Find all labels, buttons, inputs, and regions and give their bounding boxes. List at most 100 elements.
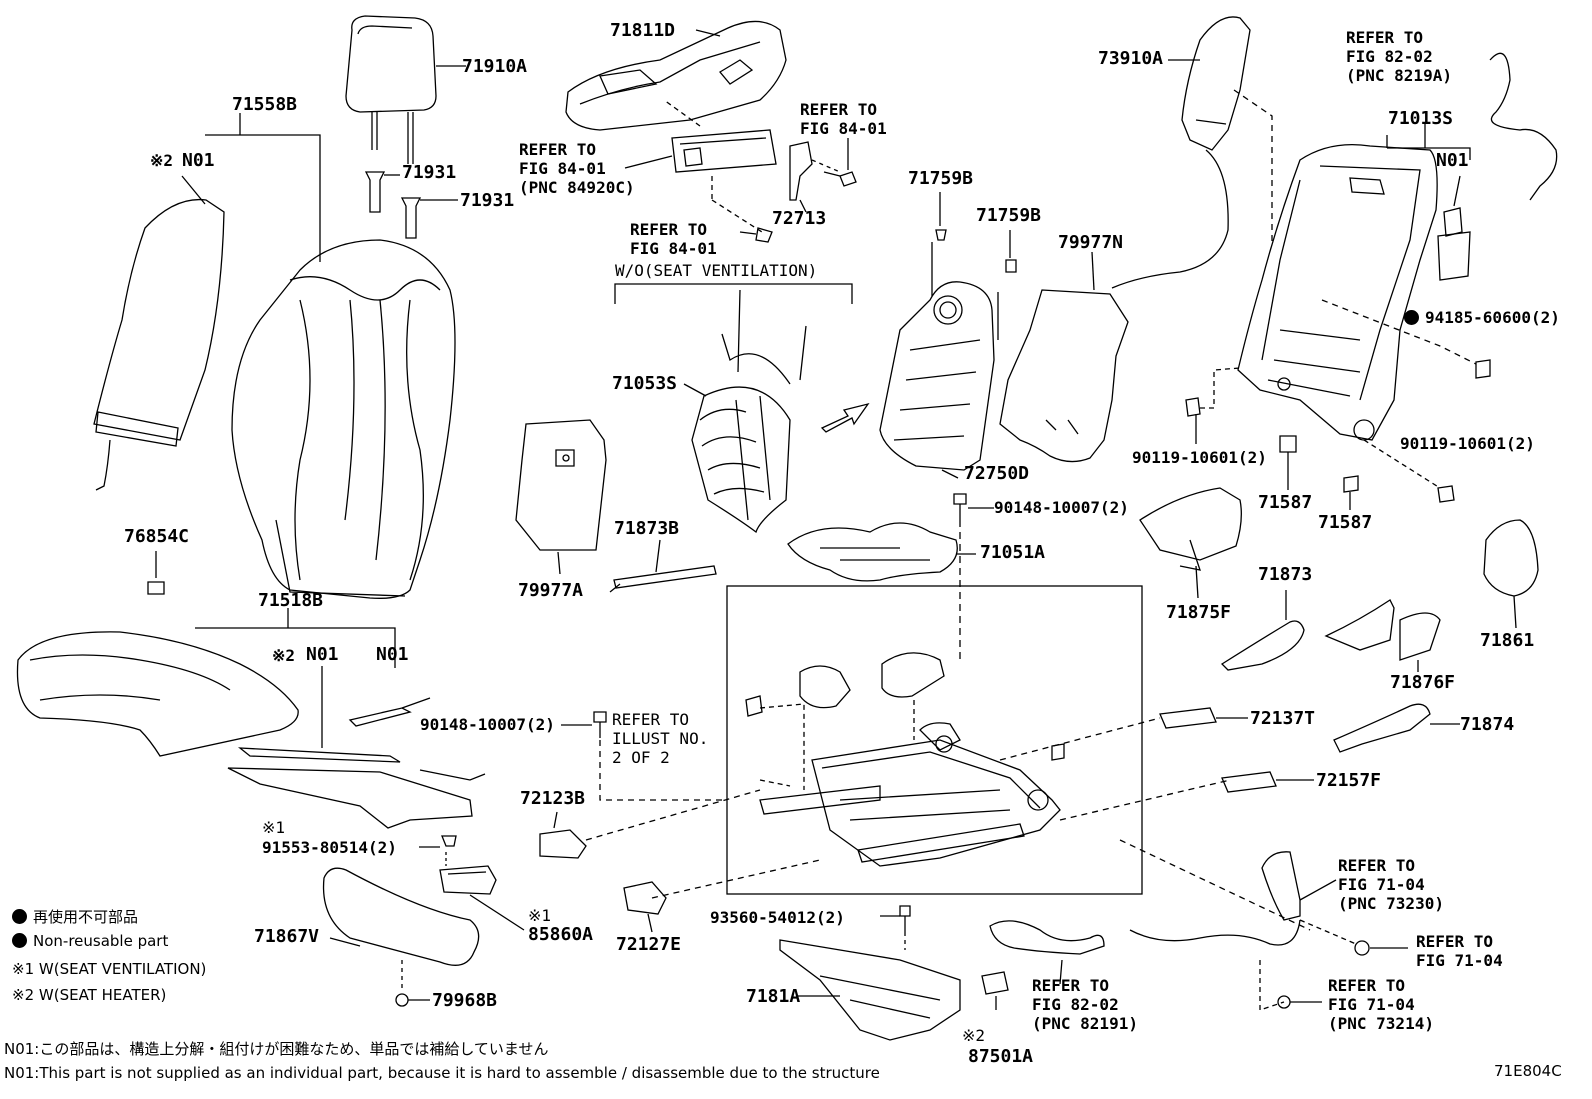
side-cover-drawing [322, 867, 480, 966]
seatback-heater-drawing [93, 198, 225, 491]
mark-seat-ventilation: ※1 [262, 818, 286, 837]
legend-text: Non-reusable part [33, 932, 169, 950]
part-72750D: 72750D [964, 463, 1030, 484]
bolt-90119-left [1185, 397, 1201, 444]
buckle-drawing [1129, 851, 1301, 946]
refer-fig-82-02-pnc-82191: REFER TO FIG 82-02 (PNC 82191) [1032, 976, 1138, 1033]
rod-71873B-drawing [609, 565, 717, 593]
part-90148-10007: 90148-10007(2) [420, 715, 555, 734]
legend-note-1: ※1 W(SEAT VENTILATION) [12, 960, 207, 978]
cover-72127E-drawing [623, 881, 667, 915]
part-71558B: 71558B [232, 94, 298, 115]
cover-71876F-drawing [1324, 599, 1441, 661]
non-reusable-marker [12, 909, 27, 924]
part-71875F: 71875F [1166, 602, 1232, 623]
part-90119-10601: 90119-10601(2) [1132, 448, 1267, 467]
seat-frame-box [726, 585, 1143, 895]
part-79977A: 79977A [518, 580, 584, 601]
cover-71873-drawing [1220, 620, 1305, 671]
part-71053S: 71053S [612, 373, 678, 394]
wo-seat-ventilation-label: W/O(SEAT VENTILATION) [615, 261, 818, 280]
mark-seat-ventilation: ※1 [528, 906, 552, 925]
bolt-90119-right [1437, 485, 1455, 503]
refer-fig-71-04: REFER TO FIG 71-04 [1416, 932, 1503, 970]
footnote-n01-jp: N01:この部品は、構造上分解・組付けが困難なため、単品では補給していません [4, 1040, 549, 1058]
part-79977N: 79977N [1058, 232, 1124, 253]
part-85860A: 85860A [528, 924, 594, 945]
part-72123B: 72123B [520, 788, 586, 809]
bolt-90148-left [593, 711, 607, 738]
seat-riser-drawing [779, 939, 961, 1041]
part-91553-80514: 91553-80514(2) [262, 838, 397, 857]
harness-71051A-drawing [787, 522, 958, 582]
refer-illust-2-of-2: REFER TO ILLUST NO. 2 OF 2 [612, 710, 709, 767]
headrest-drawing [345, 15, 437, 164]
part-72713: 72713 [772, 208, 827, 229]
part-94185-60600: 94185-60600(2) [1404, 310, 1560, 326]
part-79968B: 79968B [432, 990, 498, 1011]
cushion-cover-drawing [16, 631, 299, 757]
part-87501A: 87501A [968, 1046, 1034, 1067]
part-number: 94185-60600(2) [1425, 308, 1560, 327]
pad-79977N-drawing [999, 289, 1129, 463]
part-71013S: 71013S [1388, 108, 1454, 129]
refer-fig-84-01-pnc: REFER TO FIG 84-01 (PNC 84920C) [519, 140, 635, 197]
part-90148-10007: 90148-10007(2) [994, 498, 1129, 517]
cover-72137T-drawing [1159, 707, 1217, 729]
n01-marker: N01 [1436, 150, 1469, 171]
part-93560-54012: 93560-54012(2) [710, 908, 845, 927]
part-71873: 71873 [1258, 564, 1313, 585]
bracket-72713-drawing [789, 141, 813, 213]
figure-id: 71E804C [1494, 1062, 1562, 1080]
seatback-frame-drawing [1237, 143, 1438, 441]
cover-71875F-drawing [1139, 487, 1242, 571]
seatback-cover-drawing [231, 239, 456, 599]
cover-72157F-drawing [1221, 771, 1277, 793]
part-71876F: 71876F [1390, 672, 1456, 693]
part-71931: 71931 [460, 190, 515, 211]
ecu-87501A-drawing [981, 971, 1009, 995]
pad-79977A-drawing [515, 419, 607, 551]
legend-note-2: ※2 W(SEAT HEATER) [12, 986, 167, 1004]
part-71587: 71587 [1258, 492, 1313, 513]
part-72127E: 72127E [616, 934, 682, 955]
part-71518B: 71518B [258, 590, 324, 611]
part-71910A: 71910A [462, 56, 528, 77]
non-reusable-marker [1404, 310, 1419, 325]
part-72137T: 72137T [1250, 708, 1316, 729]
screw-drawing [739, 227, 773, 243]
bolt-93560-drawing [899, 905, 911, 932]
part-71874: 71874 [1460, 714, 1515, 735]
seatback-panel-drawing [879, 242, 999, 471]
bolt-90148-center [953, 493, 967, 520]
refer-fig-84-01: REFER TO FIG 84-01 [800, 100, 887, 138]
non-reusable-marker [12, 933, 27, 948]
mark-seat-heater: ※2 [150, 151, 174, 170]
refer-fig-71-04-pnc-73214: REFER TO FIG 71-04 (PNC 73214) [1328, 976, 1434, 1033]
refer-fig-84-01: REFER TO FIG 84-01 [630, 220, 717, 258]
harness-82191-drawing [989, 920, 1105, 955]
part-71759B: 71759B [908, 168, 974, 189]
footnote-n01-en: N01:This part is not supplied as an indi… [4, 1064, 880, 1082]
part-71811D: 71811D [610, 20, 676, 41]
mark-seat-heater: ※2 [962, 1026, 986, 1045]
cover-72123B-drawing [539, 829, 587, 859]
part-71861: 71861 [1480, 630, 1535, 651]
part-73910A: 73910A [1098, 48, 1164, 69]
legend-non-reusable-jp: 再使用不可部品 [12, 906, 138, 927]
lumbar-support-drawing [691, 289, 807, 534]
mark-seat-heater: ※2 [272, 646, 296, 665]
part-7181A: 7181A [746, 986, 801, 1007]
part-71867V: 71867V [254, 926, 320, 947]
refer-fig-71-04-pnc-73230: REFER TO FIG 71-04 (PNC 73230) [1338, 856, 1444, 913]
part-90119-10601: 90119-10601(2) [1400, 434, 1535, 453]
side-shield-drawing [565, 20, 787, 131]
part-76854C: 76854C [124, 526, 190, 547]
n01-marker: N01 [376, 644, 409, 665]
side-airbag-drawing [1111, 16, 1251, 289]
cushion-heater-drawing [227, 747, 486, 829]
cushion-sensor-drawing [348, 697, 431, 727]
refer-fig-82-02-pnc-8219A: REFER TO FIG 82-02 (PNC 8219A) [1346, 28, 1452, 85]
headrest-guide-drawing [364, 171, 422, 239]
n01-marker: N01 [182, 150, 215, 171]
